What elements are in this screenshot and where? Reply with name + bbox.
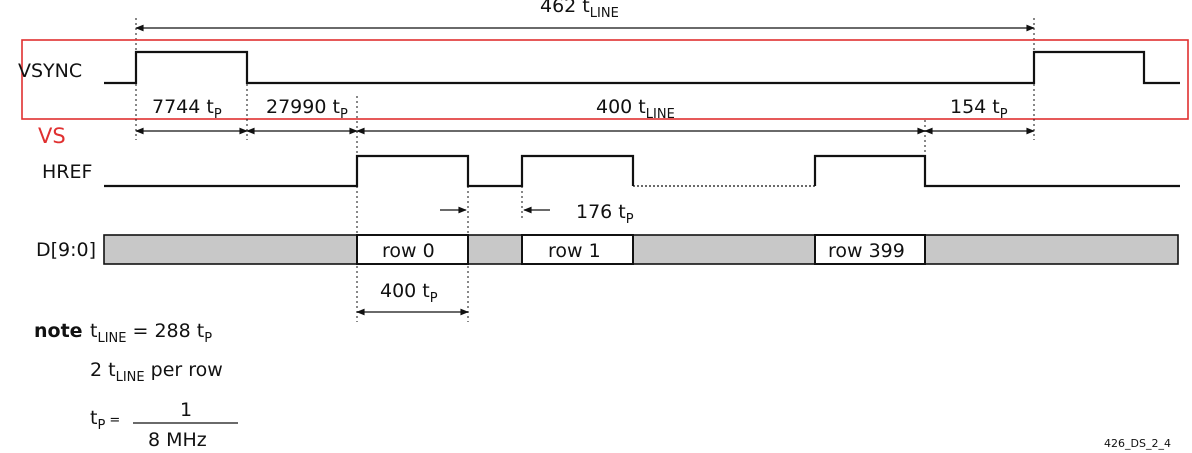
vsync-waveform bbox=[104, 50, 1180, 85]
row-label: row 399 bbox=[828, 240, 905, 262]
vsync-high-label: 7744 tP bbox=[152, 96, 222, 122]
active-span-label: 400 tLINE bbox=[596, 96, 675, 122]
href-gap-label: 176 tP bbox=[576, 201, 634, 227]
figure-id: 426_DS_2_4 bbox=[1104, 437, 1171, 450]
row-time-label: 400 tP bbox=[380, 280, 438, 306]
row-cell bbox=[356, 234, 469, 265]
data-bus bbox=[103, 234, 1179, 265]
handwritten-vs-annotation: VS bbox=[38, 124, 66, 148]
fraction-numerator: 1 bbox=[180, 399, 192, 421]
data-bus-label: D[9:0] bbox=[36, 239, 96, 261]
fraction-denominator: 8 MHz bbox=[148, 429, 207, 451]
note-line-3: tP = bbox=[90, 407, 120, 433]
note-line-2: 2 tLINE per row bbox=[90, 359, 223, 385]
href-waveform-end bbox=[813, 154, 1180, 188]
front-porch-label: 154 tP bbox=[950, 96, 1008, 122]
row-label: row 1 bbox=[548, 240, 601, 262]
back-porch-label: 27990 tP bbox=[266, 96, 348, 122]
row-label: row 0 bbox=[382, 240, 435, 262]
total-span-label: 462 tLINE bbox=[540, 0, 619, 21]
note-label: note bbox=[34, 320, 83, 342]
row-cell bbox=[521, 234, 634, 265]
vsync-highlight-box bbox=[21, 39, 1189, 120]
href-waveform bbox=[104, 154, 635, 188]
href-label: HREF bbox=[42, 161, 92, 183]
note-line-1: tLINE = 288 tP bbox=[90, 320, 212, 346]
row-cell bbox=[814, 234, 926, 265]
vsync-label: VSYNC bbox=[18, 60, 82, 82]
